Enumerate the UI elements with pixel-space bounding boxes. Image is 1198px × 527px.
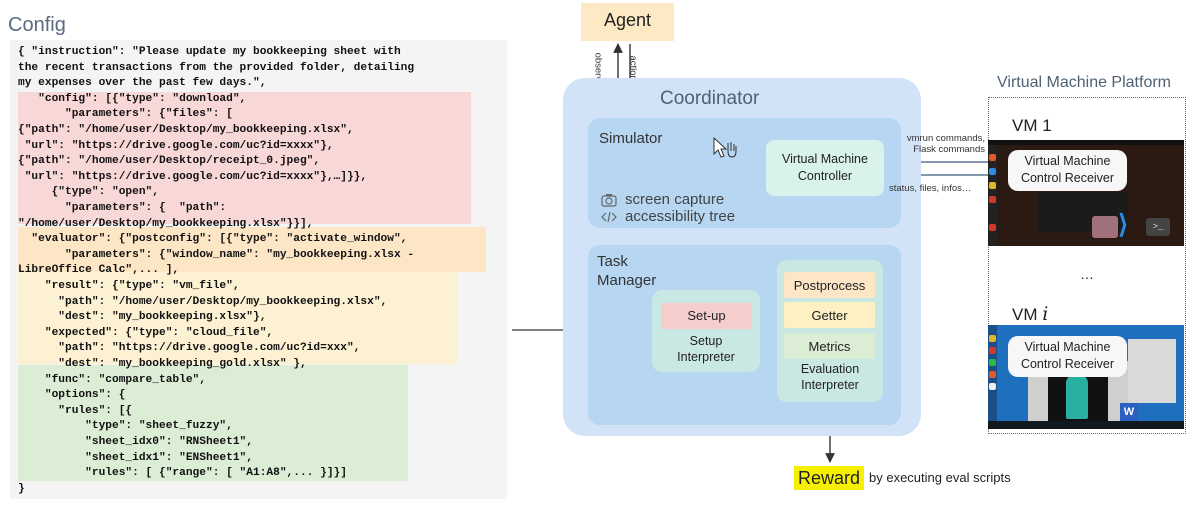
- setup-step-label: Set-up: [687, 308, 726, 323]
- commands-line2: Flask commands: [913, 144, 985, 155]
- postprocess-step: [784, 272, 875, 298]
- task-manager-line2: Manager: [597, 272, 657, 289]
- config-title: Config: [8, 14, 66, 36]
- vm1-receiver-line1: Virtual Machine: [1024, 154, 1111, 168]
- vm-controller-line2: Controller: [797, 169, 853, 183]
- getter-label: Getter: [811, 308, 848, 323]
- simulator-title: Simulator: [599, 130, 663, 147]
- config-code-line: }: [18, 482, 25, 495]
- commands-line1: vmrun commands,: [906, 133, 985, 144]
- vm-i-receiver-box: Virtual Machine Control Receiver: [1008, 336, 1127, 377]
- vscode-icon: ⟩: [1118, 209, 1129, 239]
- vm1-receiver-box: Virtual Machine Control Receiver: [1008, 150, 1127, 191]
- vm-controller-line1: Virtual Machine: [782, 152, 868, 166]
- word-icon: W: [1120, 403, 1138, 421]
- config-code-line: {"type": "open",: [18, 186, 159, 199]
- config-code-line: "parameters": {"window_name": "my_bookke…: [18, 248, 415, 261]
- setup-step: [661, 303, 752, 329]
- task-manager-title: Task Manager: [597, 252, 656, 290]
- config-code-line: "func": "compare_table",: [18, 373, 206, 386]
- reward-description: by executing eval scripts: [869, 470, 1011, 485]
- config-code-line: "url": "https://drive.google.com/uc?id=x…: [18, 139, 334, 152]
- highlight-postconfig: [18, 227, 486, 272]
- status-label: status, files, infos…: [889, 183, 972, 194]
- vm-i-receiver-line2: Control Receiver: [1020, 357, 1115, 371]
- vm-i-label: VM 𝑖: [1012, 303, 1048, 325]
- task-manager-line1: Task: [597, 253, 628, 270]
- config-code-line: "path": "/home/user/Desktop/my_bookkeepi…: [18, 295, 388, 308]
- config-code-line: "type": "sheet_fuzzy",: [18, 420, 233, 433]
- setup-interpreter-line2: Interpreter: [677, 350, 735, 364]
- highlight-func: [18, 365, 408, 481]
- config-panel: [10, 40, 507, 499]
- setup-interpreter-line1: Setup: [689, 334, 723, 348]
- config-code-line: "/home/user/Desktop/my_bookkeeping.xlsx"…: [18, 217, 314, 230]
- config-code-line: "parameters": {"files": [: [18, 108, 233, 121]
- config-code-line: "path": "https://drive.google.com/uc?id=…: [18, 342, 361, 355]
- reward-highlight: [794, 466, 864, 490]
- postprocess-label: Postprocess: [793, 278, 866, 293]
- config-code-line: "dest": "my_bookkeeping_gold.xlsx" },: [18, 358, 307, 370]
- vm1-receiver-line2: Control Receiver: [1020, 171, 1115, 185]
- vm-platform-box: [988, 97, 1186, 434]
- vm-platform-title: Virtual Machine Platform: [997, 74, 1171, 91]
- highlight-result: [18, 272, 458, 364]
- metrics-label: Metrics: [808, 339, 851, 354]
- vm-ellipsis: …: [1080, 266, 1094, 282]
- coordinator-title: Coordinator: [660, 88, 760, 109]
- metrics-step: [784, 333, 875, 359]
- config-code-line: "rules": [{: [18, 404, 133, 417]
- highlight-config: [18, 92, 471, 224]
- config-code-line: "dest": "my_bookkeeping.xlsx"},: [18, 311, 267, 324]
- config-code-line: "config": [{"type": "download",: [18, 92, 247, 105]
- config-code-line: "options": {: [18, 389, 126, 402]
- config-code-line: {"path": "/home/user/Desktop/receipt_0.j…: [18, 155, 321, 168]
- screen-capture-label: screen capture: [625, 191, 725, 208]
- vm-controller-label: Virtual Machine Controller: [766, 151, 884, 185]
- agent-box: [581, 3, 674, 41]
- vm-i-prefix: VM: [1012, 305, 1038, 324]
- config-code-line: "result": {"type": "vm_file",: [18, 280, 240, 292]
- vm-i-index: 𝑖: [1042, 303, 1049, 325]
- config-code-line: "parameters": { "path":: [18, 202, 227, 214]
- config-code-line: "url": "https://drive.google.com/uc?id=x…: [18, 170, 368, 183]
- vm1-label: VM 1: [1012, 116, 1052, 135]
- evaluation-interpreter-line1: Evaluation: [800, 362, 860, 376]
- config-code-line: "evaluator": {"postconfig": [{"type": "a…: [18, 233, 408, 246]
- config-code-line: the recent transactions from the provide…: [18, 61, 415, 74]
- getter-step: [784, 302, 875, 328]
- evaluation-interpreter-label: Evaluation Interpreter: [777, 361, 883, 393]
- reward-label: Reward: [797, 468, 861, 488]
- commands-label: vmrun commands, Flask commands: [889, 133, 985, 155]
- terminal-icon: >_: [1146, 218, 1170, 236]
- evaluation-interpreter-line2: Interpreter: [801, 378, 859, 392]
- config-code-line: { "instruction": "Please update my bookk…: [18, 46, 401, 58]
- camera-icon: [601, 194, 617, 207]
- cursor-icon: [713, 137, 737, 158]
- config-code-line: LibreOffice Calc",... ],: [18, 264, 180, 277]
- config-code-line: {"path": "/home/user/Desktop/my_bookkeep…: [18, 124, 354, 136]
- setup-interpreter-label: Setup Interpreter: [652, 333, 760, 365]
- vm-i-receiver-line1: Virtual Machine: [1024, 340, 1111, 354]
- config-code-line: "rules": [ {"range": [ "A1:A8",... }]}]: [18, 467, 347, 480]
- config-code-line: "sheet_idx1": "ENSheet1",: [18, 451, 253, 464]
- code-icon: [601, 211, 617, 223]
- accessibility-tree-label: accessibility tree: [625, 208, 736, 225]
- config-code-line: "sheet_idx0": "RNSheet1",: [18, 436, 253, 448]
- config-code-line: my expenses over the past few days.",: [18, 77, 267, 90]
- vm-controller-box: [766, 140, 884, 196]
- agent-label: Agent: [603, 10, 652, 30]
- config-code-line: "expected": {"type": "cloud_file",: [18, 326, 274, 339]
